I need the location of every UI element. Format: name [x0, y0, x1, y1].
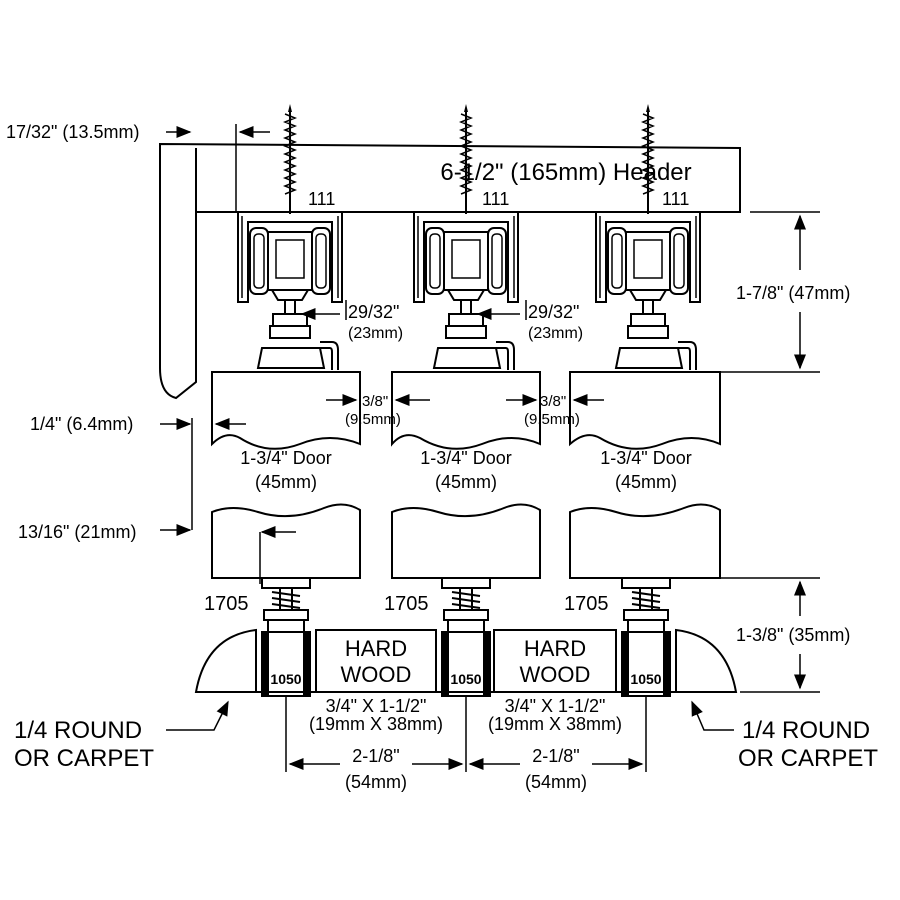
door-label-mm: (45mm) — [435, 472, 497, 492]
header-board — [159, 142, 741, 400]
door-label: 1-3/4" Door — [240, 448, 331, 468]
spacer-label: HARD — [345, 636, 407, 661]
hanger-part-number: 111 — [308, 189, 335, 209]
door-label-mm: (45mm) — [255, 472, 317, 492]
trim-label: 1/4 ROUND — [742, 717, 870, 744]
clearance-label: 29/32" — [348, 302, 399, 322]
door-inset-label-mm: (9.5mm) — [345, 411, 401, 428]
trim-label: OR CARPET — [738, 745, 878, 772]
spacer-size-label: 3/4" X 1-1/2" — [326, 696, 427, 716]
hanger-assembly — [595, 211, 701, 371]
door-inset-label: 3/8" — [362, 393, 388, 410]
door-top-section — [211, 371, 721, 450]
hardwood-spacer — [493, 629, 617, 693]
clearance-dimension — [300, 300, 527, 320]
trim-callout-leader — [166, 700, 734, 731]
trim-label: 1/4 ROUND — [14, 717, 142, 744]
hanger-drop-dimension — [720, 211, 820, 373]
quarter-round-trim — [194, 628, 257, 693]
spacing-label-mm: (54mm) — [525, 772, 587, 792]
hanger-part-number: 111 — [662, 189, 689, 209]
door-label-mm: (45mm) — [615, 472, 677, 492]
door-inset-label: 3/8" — [540, 393, 566, 410]
base-part-number: 1050 — [450, 671, 481, 687]
quarter-round-trim — [675, 628, 738, 693]
door-inset-label-mm: (9.5mm) — [524, 411, 580, 428]
base-part-number: 1050 — [270, 671, 301, 687]
header-offset-dimension — [166, 124, 270, 212]
hanger-assembly — [237, 211, 343, 371]
spacer-label: WOOD — [341, 662, 412, 687]
clearance-label-mm: (23mm) — [528, 325, 583, 342]
clearance-label: 29/32" — [528, 302, 579, 322]
guide-part-number: 1705 — [384, 593, 429, 615]
spacer-size-label: 3/4" X 1-1/2" — [505, 696, 606, 716]
spacer-label: HARD — [524, 636, 586, 661]
door-gap-dimension — [160, 418, 296, 584]
hanger-assembly — [413, 211, 519, 371]
header-offset-label: 17/32" (13.5mm) — [6, 122, 139, 142]
spacing-label: 2-1/8" — [532, 746, 579, 766]
spacer-size-label-mm: (19mm X 38mm) — [309, 714, 443, 734]
guide-height-dimension — [720, 577, 820, 693]
spacing-label: 2-1/8" — [352, 746, 399, 766]
hanger-drop-label: 1-7/8" (47mm) — [736, 283, 850, 303]
guide-part-number: 1705 — [204, 593, 249, 615]
door-top-gap-label: 1/4" (6.4mm) — [30, 414, 133, 434]
door-bottom-section — [211, 503, 721, 579]
spacer-label: WOOD — [520, 662, 591, 687]
door-bottom-gap-label: 13/16" (21mm) — [18, 522, 136, 542]
guide-height-label: 1-3/8" (35mm) — [736, 625, 850, 645]
trim-label: OR CARPET — [14, 745, 154, 772]
guide-part-number: 1705 — [564, 593, 609, 615]
base-part-number: 1050 — [630, 671, 661, 687]
door-label: 1-3/4" Door — [420, 448, 511, 468]
spacing-label-mm: (54mm) — [345, 772, 407, 792]
door-label: 1-3/4" Door — [600, 448, 691, 468]
screw-icon — [284, 103, 296, 215]
hanger-part-number: 111 — [482, 189, 509, 209]
spacer-size-label-mm: (19mm X 38mm) — [488, 714, 622, 734]
clearance-label-mm: (23mm) — [348, 325, 403, 342]
